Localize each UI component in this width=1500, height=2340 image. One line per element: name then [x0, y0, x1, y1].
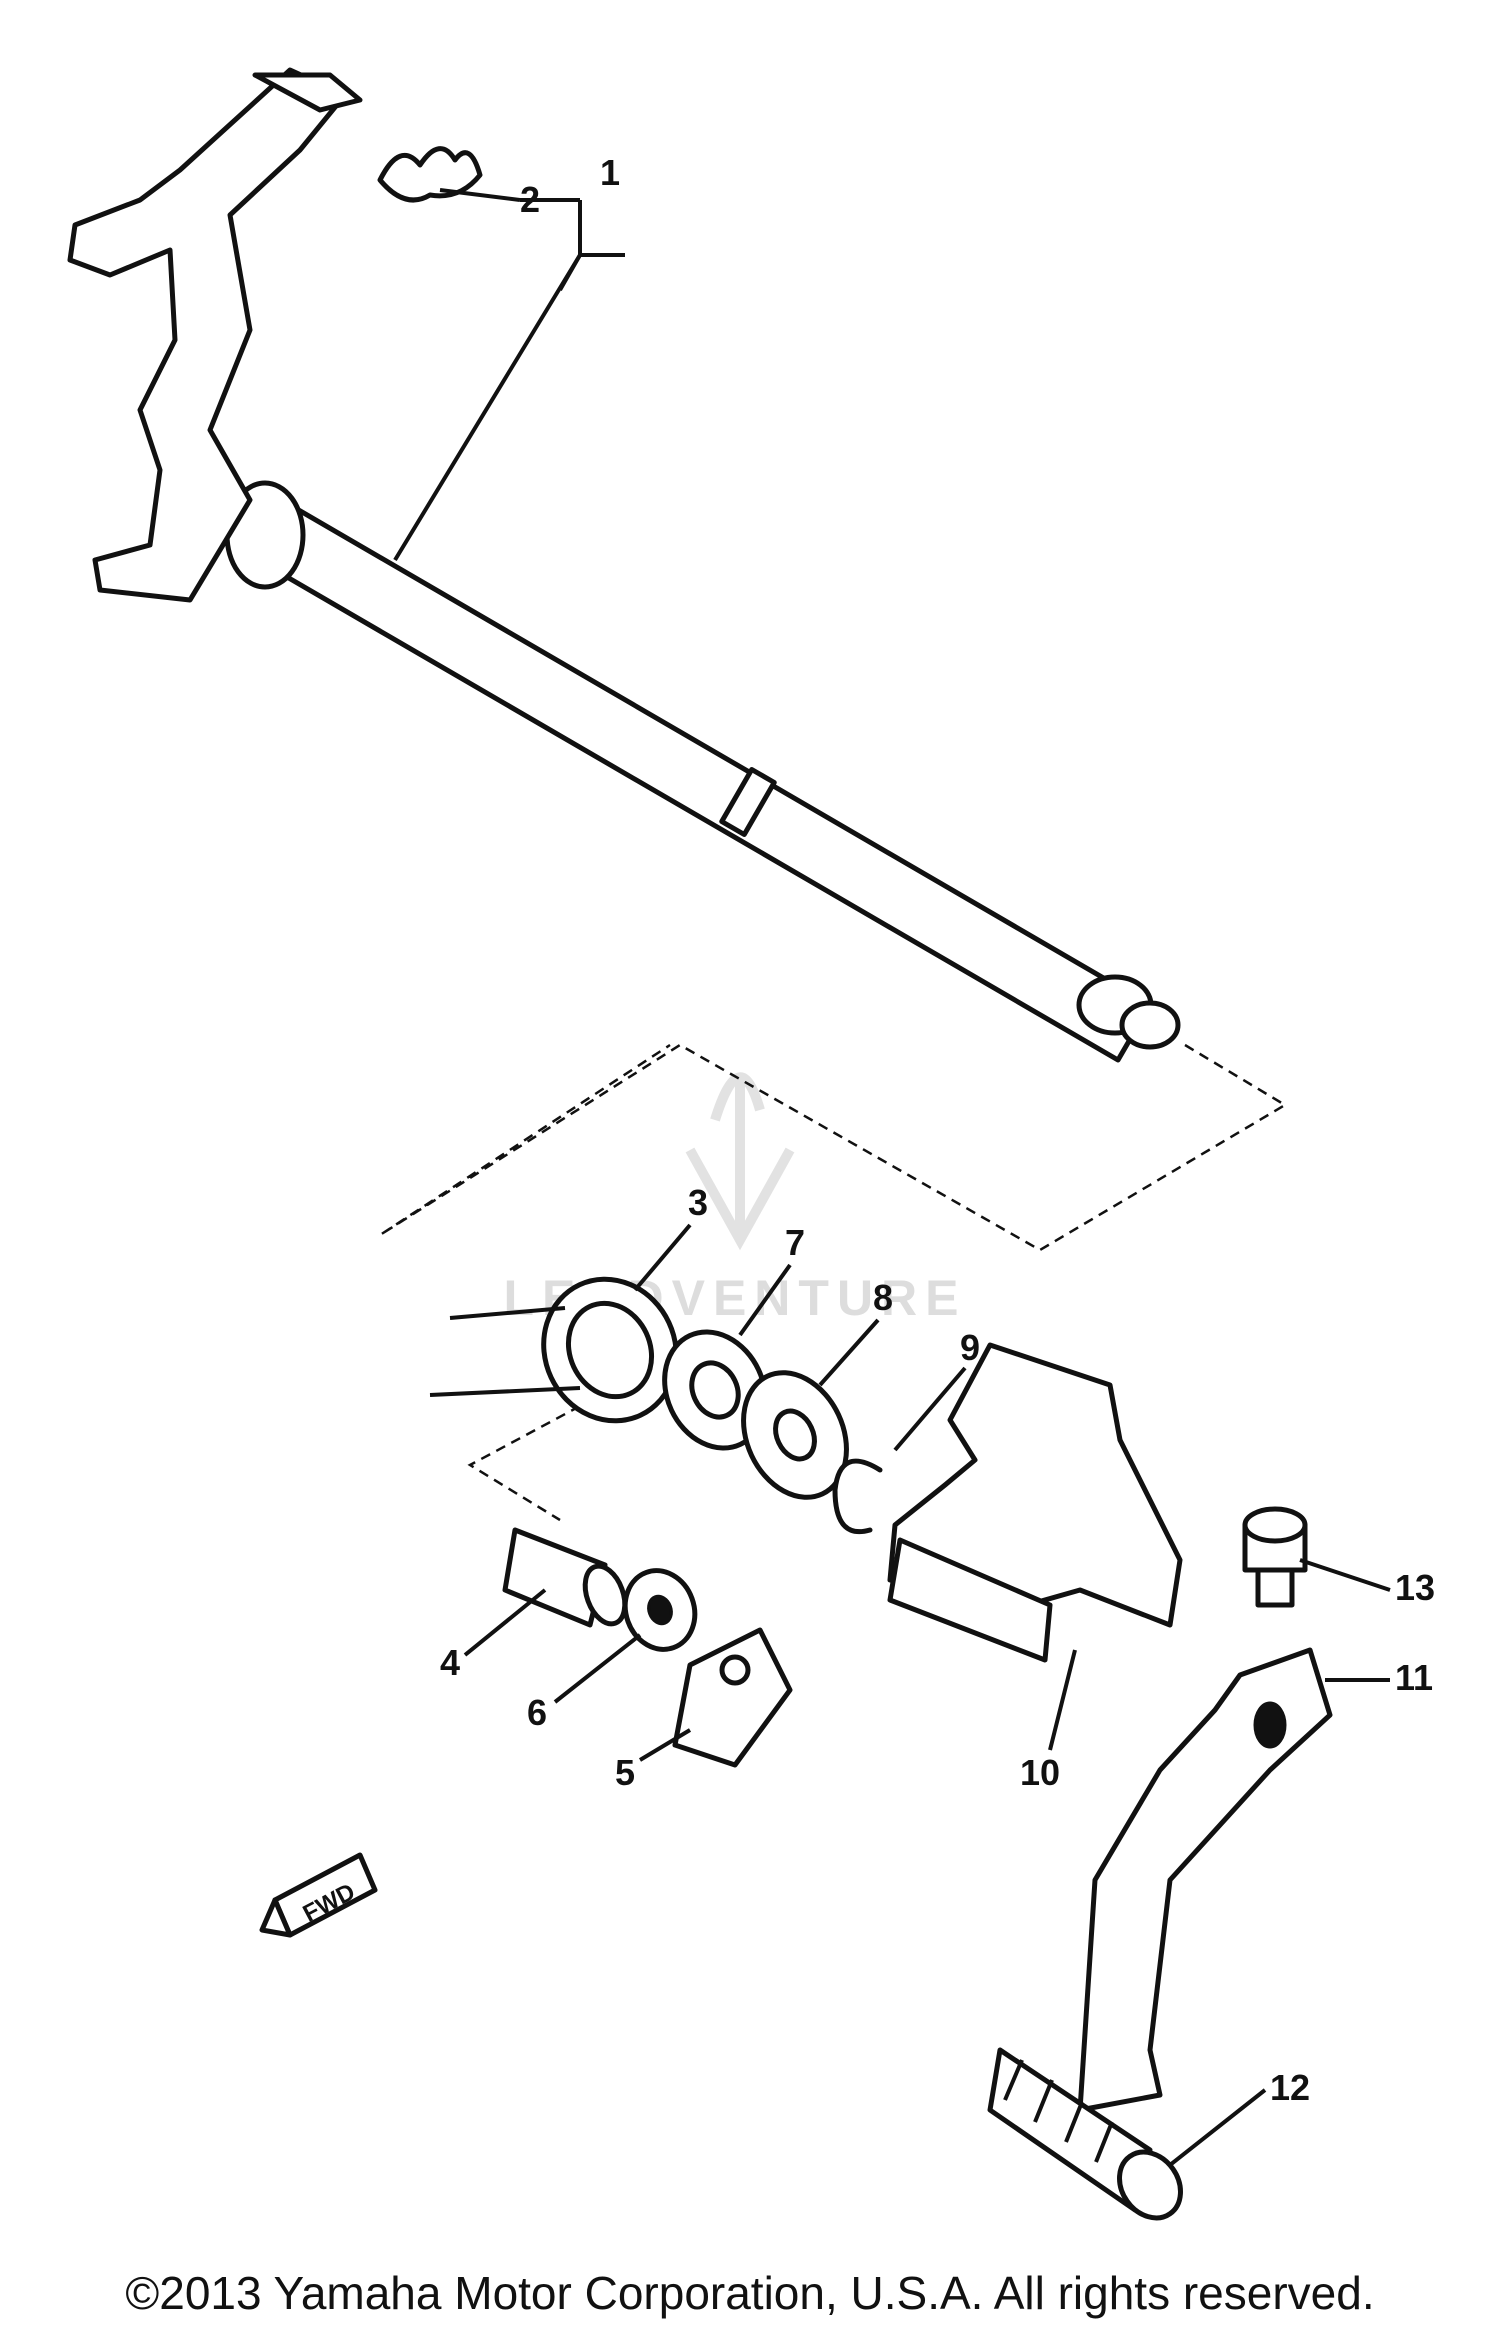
part-circlip: [832, 1458, 883, 1534]
part-bushing: [662, 1329, 768, 1451]
part-bolt: [1242, 1506, 1308, 1608]
callout-13: 13: [1395, 1567, 1435, 1608]
part-washer: [741, 1370, 849, 1500]
callout-5: 5: [615, 1752, 635, 1793]
callout-8: 8: [873, 1277, 893, 1318]
part-torsion-spring: [429, 1276, 679, 1424]
callout-10: 10: [1020, 1752, 1060, 1793]
callout-11: 11: [1395, 1657, 1433, 1698]
callout-7: 7: [785, 1222, 805, 1263]
callout-3: 3: [688, 1182, 708, 1223]
callout-4: 4: [440, 1642, 460, 1683]
callout-12: 12: [1270, 2067, 1310, 2108]
copyright-notice: ©2013 Yamaha Motor Corporation, U.S.A. A…: [125, 2267, 1375, 2319]
part-nut: [622, 1568, 698, 1652]
callout-2: 2: [520, 179, 540, 220]
callout-9: 9: [960, 1327, 980, 1368]
part-lock-washer: [672, 1627, 793, 1768]
shaft-spline-end: [1076, 974, 1181, 1050]
part-pin: [502, 1527, 628, 1628]
assembly-guide: [379, 1043, 1288, 1522]
part-shift-pedal: [1077, 1647, 1333, 2113]
fwd-marker: FWD: [259, 1852, 378, 1938]
callout-6: 6: [527, 1692, 547, 1733]
part-shift-shaft: [67, 67, 1181, 1063]
part-spring: [377, 146, 580, 203]
callouts: 1 2 3 7 8 9 4 6 5 10 11 12 13: [440, 152, 1435, 2167]
part-foot-rubber: [987, 2047, 1183, 2221]
callout-1: 1: [600, 152, 620, 193]
part-shift-plate: [887, 1342, 1183, 1663]
